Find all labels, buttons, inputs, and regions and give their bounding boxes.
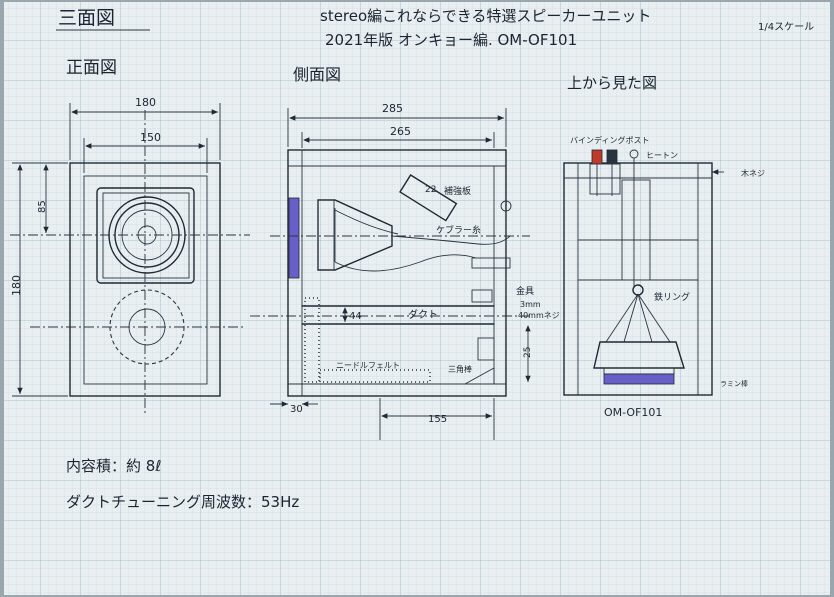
header-line1: stereo編これならできる特選スピーカーユニット — [320, 7, 651, 25]
label-binding-post: バインディングポスト — [570, 135, 649, 145]
label-bracket: 金具 — [516, 285, 534, 297]
dim-height-total: 180 — [10, 275, 23, 296]
label-screw-note: 40mmネジ — [518, 311, 560, 320]
dim-duct-44: 44 — [349, 311, 362, 322]
label-angle: 22 — [425, 185, 436, 195]
binding-post-red — [591, 149, 603, 165]
label-duct: ダクト — [408, 308, 438, 321]
dim-depth-outer: 285 — [382, 102, 403, 115]
label-wood-screw: 木ネジ — [741, 168, 765, 178]
dim-width-inner: 150 — [140, 131, 161, 144]
dim-depth-inner: 265 — [390, 125, 411, 138]
dim-height-speaker: 85 — [37, 200, 48, 213]
label-hook: ヒートン — [646, 151, 678, 160]
side-view: 22 補強板 ケブラー糸 金具 3mm 40mmネジ ダクト 44 ニードルフェ… — [250, 102, 560, 440]
front-view-title: 正面図 — [66, 58, 117, 78]
spec-volume: 内容積：約 8ℓ — [66, 457, 162, 475]
speaker-magnet — [288, 197, 300, 279]
dim-width-outer: 180 — [135, 96, 156, 109]
label-felt: ニードルフェルト — [336, 361, 400, 370]
spec-tuning: ダクトチューニング周波数：53Hz — [66, 493, 299, 511]
label-model: OM-OF101 — [604, 406, 662, 419]
label-screw: 3mm — [520, 300, 541, 309]
dim-duct-155: 155 — [428, 414, 447, 425]
header-line2: 2021年版 オンキョー編. OM-OF101 — [325, 31, 577, 49]
label-tri-bar: 三角棒 — [448, 364, 472, 374]
top-view-title: 上から見た図 — [567, 74, 657, 92]
scale-label: 1/4スケール — [758, 21, 814, 33]
top-view: バインディングポスト ヒートン 木ネジ 鉄リング OM-OF101 ラミン棒 — [563, 135, 765, 419]
front-view: 180 150 180 85 — [10, 96, 250, 415]
side-view-title: 側面図 — [293, 65, 341, 84]
label-iron-ring: 鉄リング — [654, 291, 690, 303]
dim-side-25: 25 — [523, 347, 533, 358]
binding-post-black — [606, 149, 618, 165]
dim-panel-30: 30 — [290, 404, 303, 415]
top-speaker-magnet — [603, 373, 675, 385]
label-corner: ラミン棒 — [720, 379, 748, 388]
label-cable: ケブラー糸 — [436, 224, 481, 236]
sheet-title: 三面図 — [58, 7, 115, 29]
label-reinforce-plate: 補強板 — [444, 185, 471, 197]
